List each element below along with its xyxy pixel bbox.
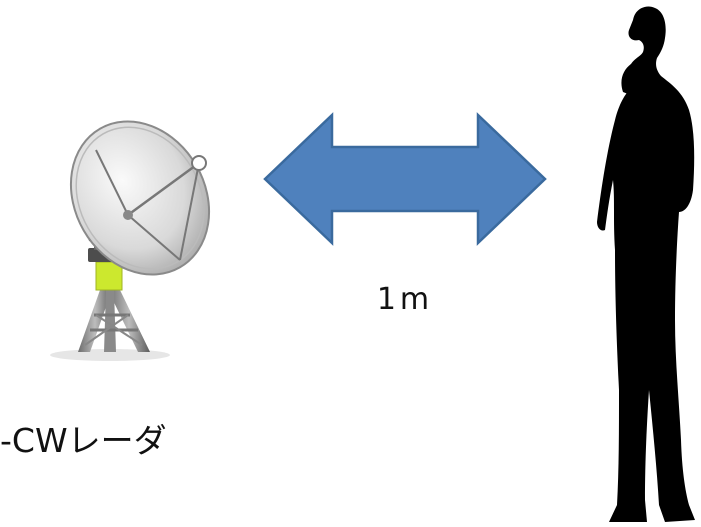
distance-label: 1m	[376, 282, 434, 317]
double-arrow-icon	[263, 112, 547, 246]
person-silhouette-icon	[597, 6, 695, 522]
radar-label: -CWレーダ	[0, 421, 167, 460]
radar-dish-icon	[50, 120, 211, 361]
